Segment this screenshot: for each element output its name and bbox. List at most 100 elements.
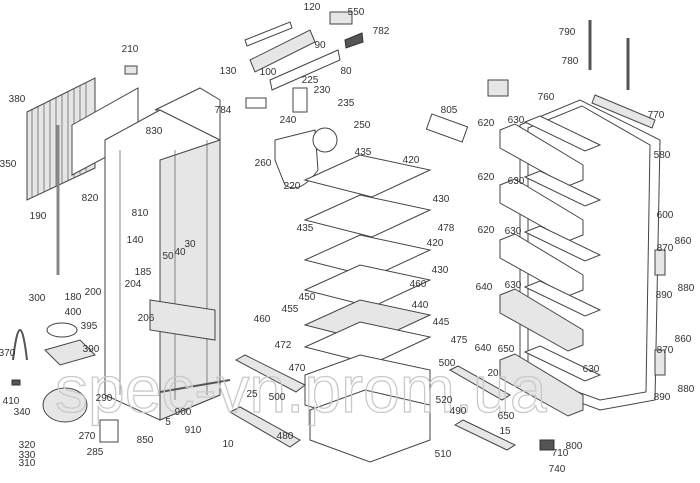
- part-label-420: 420: [403, 155, 420, 166]
- part-label-790: 790: [559, 27, 576, 38]
- part-label-270: 270: [79, 431, 96, 442]
- crisper-drawers: [228, 354, 517, 463]
- part-label-420: 420: [427, 238, 444, 249]
- part-label-350: 350: [0, 159, 17, 170]
- part-label-890: 890: [654, 392, 671, 403]
- part-label-100: 100: [260, 67, 277, 78]
- part-label-620: 620: [478, 225, 495, 236]
- part-label-430: 430: [432, 265, 449, 276]
- compressor-parts: [11, 322, 119, 443]
- part-label-285: 285: [87, 447, 104, 458]
- part-label-784: 784: [215, 105, 232, 116]
- part-label-180: 180: [65, 292, 82, 303]
- part-label-370: 370: [0, 348, 16, 359]
- part-label-50: 50: [162, 251, 174, 262]
- part-label-240: 240: [280, 115, 297, 126]
- part-label-830: 830: [146, 126, 163, 137]
- part-label-380: 380: [9, 94, 26, 105]
- part-210: [124, 65, 138, 75]
- part-label-810: 810: [132, 208, 149, 219]
- part-label-630: 630: [508, 115, 525, 126]
- bin-glass: [523, 280, 602, 317]
- part-label-330: 330: [19, 450, 36, 461]
- part-label-410: 410: [3, 396, 20, 407]
- part-label-880: 880: [678, 384, 695, 395]
- cabinet-body: [104, 87, 231, 421]
- part-label-490: 490: [450, 406, 467, 417]
- part-label-10: 10: [222, 439, 234, 450]
- part-label-770: 770: [648, 110, 665, 121]
- part-label-630: 630: [508, 176, 525, 187]
- part-label-400: 400: [65, 307, 82, 318]
- part-label-600: 600: [657, 210, 674, 221]
- part-label-200: 200: [85, 287, 102, 298]
- bin-glass: [523, 170, 602, 207]
- part-label-890: 890: [656, 290, 673, 301]
- part-label-204: 204: [125, 279, 142, 290]
- part-label-450: 450: [299, 292, 316, 303]
- part-label-30: 30: [184, 239, 196, 250]
- part-label-390: 390: [83, 344, 100, 355]
- shelf: [303, 154, 432, 198]
- part-label-870: 870: [657, 345, 674, 356]
- part-label-650: 650: [498, 411, 515, 422]
- part-label-805: 805: [441, 105, 458, 116]
- part-label-640: 640: [475, 343, 492, 354]
- part-label-740: 740: [549, 464, 566, 475]
- part-label-620: 620: [478, 172, 495, 183]
- part-label-870: 870: [657, 243, 674, 254]
- part-label-472: 472: [275, 340, 292, 351]
- part-label-250: 250: [354, 120, 371, 131]
- part-label-25: 25: [246, 389, 258, 400]
- door-bins: [499, 115, 602, 417]
- part-label-130: 130: [220, 66, 237, 77]
- part-label-580: 580: [654, 150, 671, 161]
- part-label-860: 860: [675, 236, 692, 247]
- bin-glass: [523, 115, 602, 152]
- part-label-640: 640: [476, 282, 493, 293]
- part-label-235: 235: [338, 98, 355, 109]
- condenser-coil: [26, 77, 96, 275]
- part-label-435: 435: [355, 147, 372, 158]
- part-800: [539, 439, 555, 451]
- shelf: [303, 264, 432, 308]
- part-label-190: 190: [30, 211, 47, 222]
- part-label-760: 760: [538, 92, 555, 103]
- part-label-260: 260: [255, 158, 272, 169]
- part-label-910: 910: [185, 425, 202, 436]
- part-label-500: 500: [439, 358, 456, 369]
- bin-glass: [523, 345, 602, 382]
- part-label-225: 225: [302, 75, 319, 86]
- control-panel-parts: [244, 11, 364, 189]
- part-label-15: 15: [499, 426, 511, 437]
- part-label-650: 650: [498, 344, 515, 355]
- part-label-320: 320: [19, 440, 36, 451]
- part-label-850: 850: [137, 435, 154, 446]
- part-label-550: 550: [348, 7, 365, 18]
- bin-glass: [523, 225, 602, 262]
- watermark-text: spec-vn.prom.ua: [55, 352, 547, 426]
- part-label-340: 340: [14, 407, 31, 418]
- part-label-520: 520: [436, 395, 453, 406]
- part-label-310: 310: [19, 458, 36, 469]
- part-label-900: 900: [175, 407, 192, 418]
- part-label-630: 630: [505, 226, 522, 237]
- part-label-185: 185: [135, 267, 152, 278]
- door-bin: [499, 123, 584, 187]
- part-label-455: 455: [282, 304, 299, 315]
- part-label-475: 475: [451, 335, 468, 346]
- part-label-478: 478: [438, 223, 455, 234]
- part-label-860: 860: [675, 334, 692, 345]
- part-label-440: 440: [412, 300, 429, 311]
- part-label-480: 480: [277, 431, 294, 442]
- part-label-290: 290: [96, 393, 113, 404]
- part-label-120: 120: [304, 2, 321, 13]
- part-label-470: 470: [289, 363, 306, 374]
- part-label-435: 435: [297, 223, 314, 234]
- part-label-445: 445: [433, 317, 450, 328]
- part-label-800: 800: [566, 441, 583, 452]
- part-label-5: 5: [165, 417, 171, 428]
- part-label-630: 630: [583, 364, 600, 375]
- part-label-780: 780: [562, 56, 579, 67]
